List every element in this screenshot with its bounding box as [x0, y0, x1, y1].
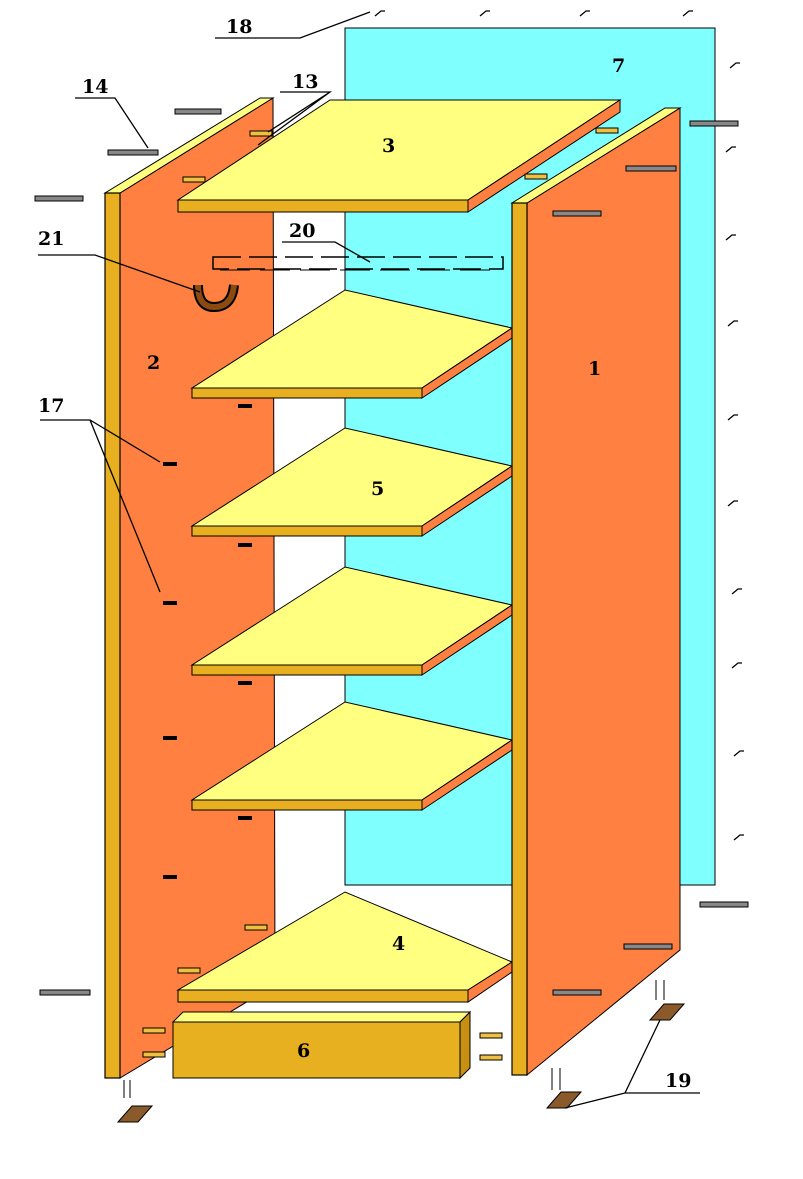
- nails: [374, 10, 744, 841]
- middle-shelves: [190, 289, 514, 811]
- leader-lines: [38, 11, 700, 1109]
- label-21: 21: [38, 228, 64, 250]
- shelf: [190, 701, 514, 811]
- label-5: 5: [371, 478, 384, 500]
- label-20: 20: [289, 220, 315, 242]
- shelf: [190, 427, 514, 537]
- hanging-rail: [212, 256, 504, 271]
- plinth: [171, 1010, 472, 1080]
- right-side-panel: [510, 107, 682, 1077]
- top-shelf: [176, 99, 622, 213]
- label-6: 6: [297, 1040, 310, 1062]
- shelf: [190, 566, 514, 676]
- label-1: 1: [588, 358, 601, 380]
- label-7: 7: [612, 55, 625, 77]
- shelf-supports: [163, 404, 252, 879]
- label-17: 17: [38, 395, 64, 417]
- screws: [34, 108, 749, 1061]
- label-13: 13: [292, 71, 318, 93]
- feet: [116, 980, 686, 1123]
- left-side-panel: [103, 97, 276, 1079]
- label-18: 18: [226, 16, 252, 38]
- label-3: 3: [382, 135, 395, 157]
- label-4: 4: [392, 933, 405, 955]
- label-19: 19: [665, 1070, 691, 1092]
- bottom-shelf: [176, 891, 514, 1003]
- shelf: [190, 289, 514, 399]
- label-2: 2: [147, 352, 160, 374]
- label-14: 14: [82, 76, 108, 98]
